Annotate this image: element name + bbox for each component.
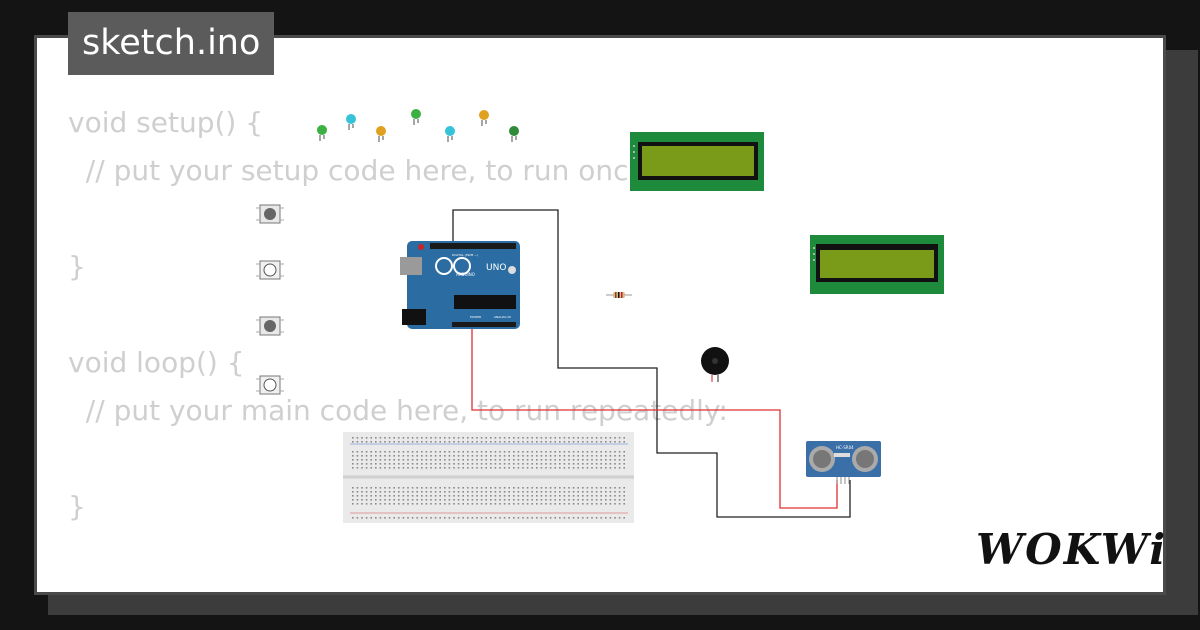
- led-green[interactable]: [411, 109, 421, 125]
- breadboard[interactable]: [343, 432, 634, 523]
- arduino-uno-board[interactable]: UNO ARDUINO DIGITAL (PWM ~) POWER ANALOG…: [400, 241, 520, 329]
- code-line: void loop() {: [68, 346, 245, 379]
- wokwi-logo: WOKWi: [976, 525, 1168, 574]
- code-line: }: [68, 250, 86, 283]
- led-green[interactable]: [317, 125, 327, 141]
- pushbutton[interactable]: [256, 260, 284, 280]
- board-analog-label: ANALOG IN: [494, 315, 511, 319]
- pushbutton[interactable]: [256, 375, 284, 395]
- resistor[interactable]: [606, 292, 632, 298]
- board-brand-label: ARDUINO: [456, 272, 475, 277]
- ultrasonic-sensor[interactable]: HC-SR04: [806, 441, 881, 484]
- led-cyan[interactable]: [346, 114, 356, 130]
- code-line: void setup() {: [68, 106, 264, 139]
- pushbutton[interactable]: [256, 204, 284, 224]
- pushbutton[interactable]: [256, 316, 284, 336]
- board-power-label: POWER: [470, 315, 481, 319]
- lcd-display[interactable]: [810, 235, 944, 294]
- sensor-label: HC-SR04: [836, 445, 854, 450]
- code-line: }: [68, 490, 86, 523]
- lcd-display[interactable]: [630, 132, 764, 191]
- wire-red[interactable]: [471, 328, 838, 509]
- file-tab[interactable]: sketch.ino: [68, 12, 275, 75]
- board-digital-label: DIGITAL (PWM ~): [452, 253, 478, 257]
- led-orange[interactable]: [479, 110, 489, 126]
- led-cyan[interactable]: [445, 126, 455, 142]
- buzzer[interactable]: [701, 347, 729, 382]
- board-model-label: UNO: [486, 263, 506, 273]
- led-orange[interactable]: [376, 126, 386, 142]
- led-green[interactable]: [509, 126, 519, 142]
- code-line: // put your setup code here, to run once…: [68, 154, 656, 187]
